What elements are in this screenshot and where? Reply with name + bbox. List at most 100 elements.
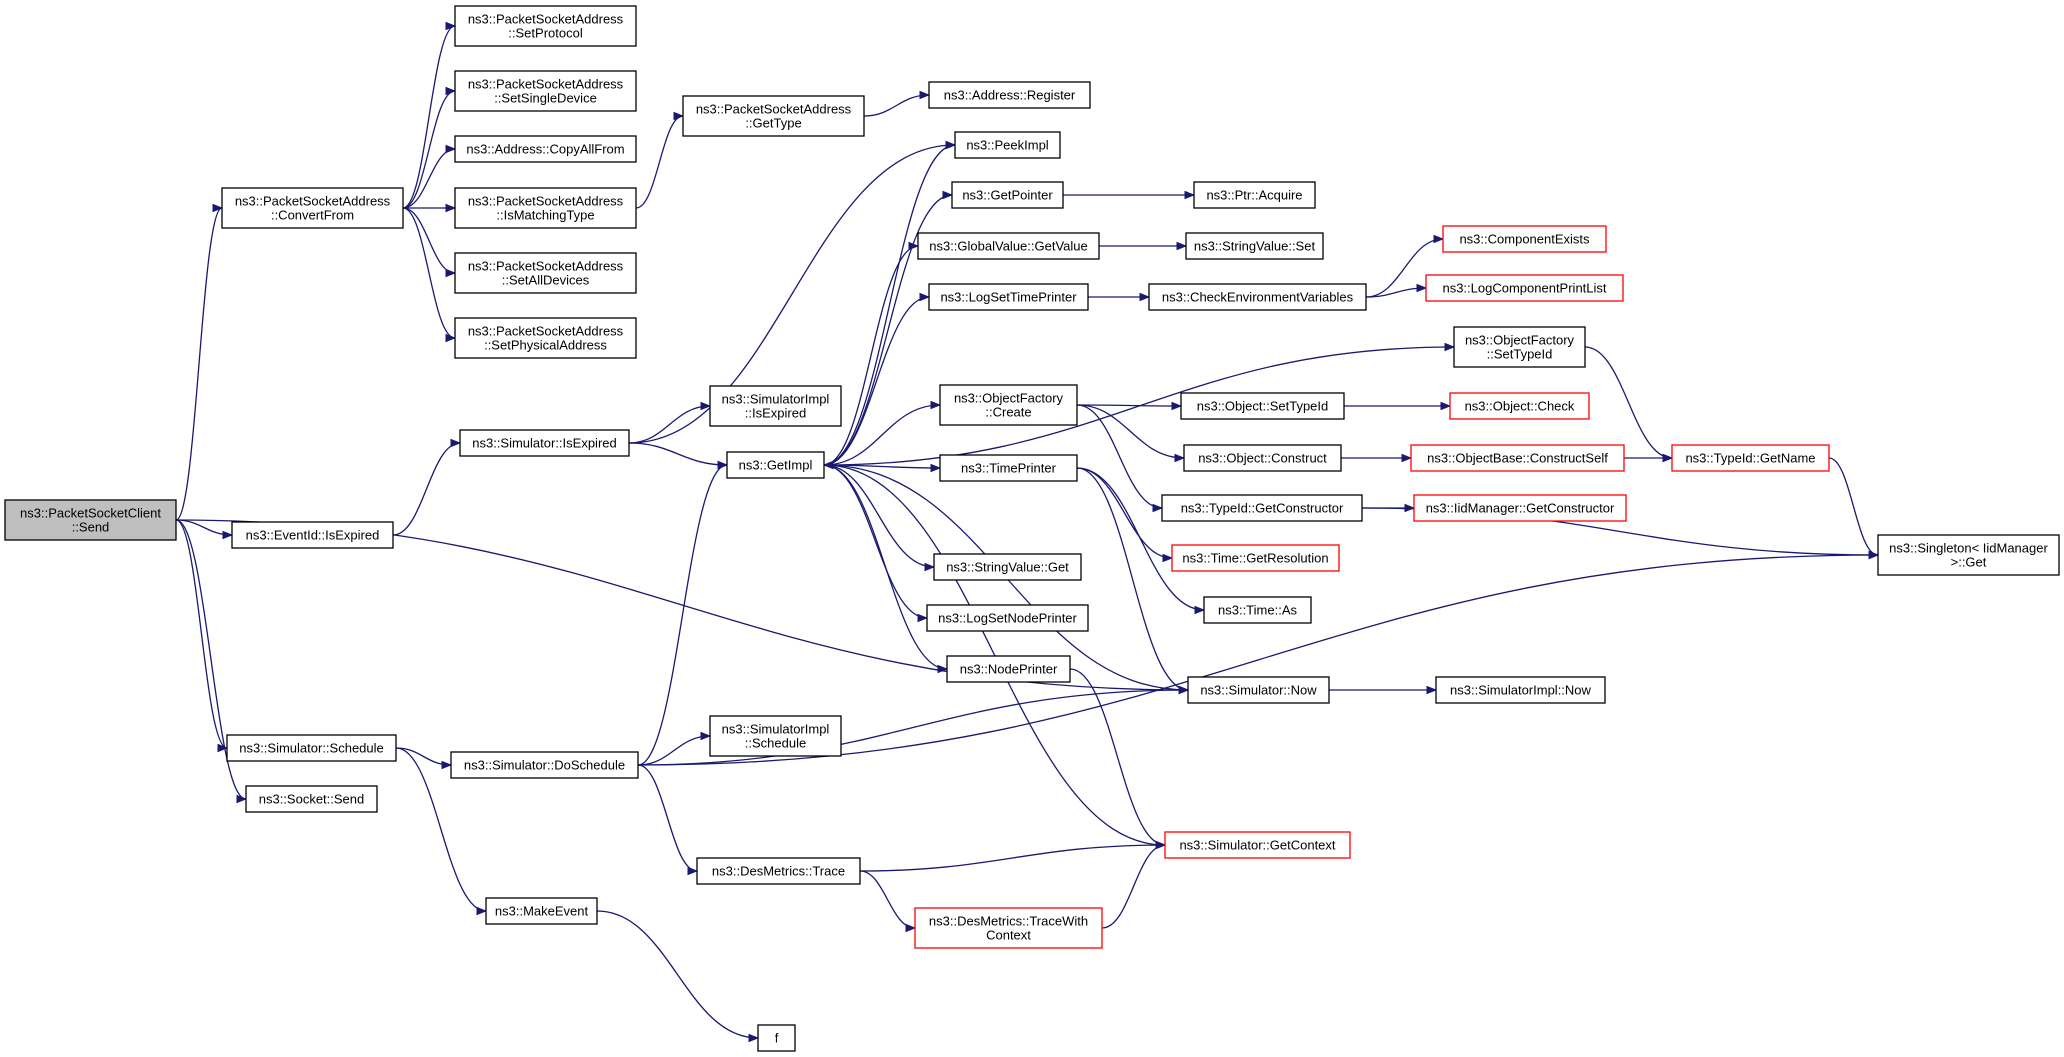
node-label: ns3::Simulator::DoSchedule: [464, 758, 625, 773]
node-gettype[interactable]: ns3::PacketSocketAddress::GetType: [682, 95, 865, 137]
node-box: [454, 5, 637, 47]
node-label: ns3::Address::CopyAllFrom: [466, 142, 624, 157]
node-timegetresolution[interactable]: ns3::Time::GetResolution: [1171, 544, 1340, 572]
node-box: [951, 181, 1064, 209]
node-objectsettypeid[interactable]: ns3::Object::SetTypeId: [1180, 392, 1345, 420]
node-objectcheck[interactable]: ns3::Object::Check: [1449, 392, 1590, 420]
node-box: [1183, 444, 1342, 472]
node-componentexists[interactable]: ns3::ComponentExists: [1442, 225, 1607, 253]
node-ofcreate[interactable]: ns3::ObjectFactory::Create: [939, 384, 1078, 426]
node-setprotocol[interactable]: ns3::PacketSocketAddress::SetProtocol: [454, 5, 637, 47]
edge-timeprinter-to-simnow: [1076, 467, 1188, 690]
node-setsingledevice[interactable]: ns3::PacketSocketAddress::SetSingleDevic…: [454, 70, 637, 112]
node-label: ns3::Socket::Send: [259, 792, 365, 807]
edge-getimpl-to-ofcreate: [823, 405, 940, 466]
node-box: [1425, 274, 1624, 302]
node-label: ns3::LogComponentPrintList: [1442, 281, 1606, 296]
node-ismatchingtype[interactable]: ns3::PacketSocketAddress::IsMatchingType: [454, 187, 637, 229]
node-simschedule[interactable]: ns3::Simulator::Schedule: [226, 734, 397, 762]
node-desmetricstrace[interactable]: ns3::DesMetrics::Trace: [696, 857, 861, 885]
node-box: [682, 95, 865, 137]
node-typeidgetconstructor[interactable]: ns3::TypeId::GetConstructor: [1161, 494, 1363, 522]
node-label: ns3::Time::As: [1218, 603, 1297, 618]
node-peekimpl[interactable]: ns3::PeekImpl: [954, 131, 1061, 159]
node-eventidisexpired[interactable]: ns3::EventId::IsExpired: [231, 521, 394, 549]
node-ptracquire[interactable]: ns3::Ptr::Acquire: [1193, 181, 1316, 209]
node-label: ns3::Time::GetResolution: [1182, 551, 1328, 566]
node-label: ns3::NodePrinter: [960, 662, 1058, 677]
node-label: ns3::Address::Register: [944, 88, 1076, 103]
node-box: [454, 135, 637, 163]
node-box: [450, 751, 639, 779]
node-label: ns3::StringValue::Set: [1194, 239, 1316, 254]
node-iidgetconstructor[interactable]: ns3::IidManager::GetConstructor: [1413, 494, 1627, 522]
node-globalgetvalue[interactable]: ns3::GlobalValue::GetValue: [917, 232, 1100, 260]
node-label: ns3::LogSetTimePrinter: [940, 290, 1077, 305]
node-singletonget[interactable]: ns3::Singleton< IidManager>::Get: [1877, 534, 2060, 576]
node-send[interactable]: ns3::PacketSocketClient::Send: [4, 499, 177, 541]
node-socketsend[interactable]: ns3::Socket::Send: [245, 785, 378, 813]
node-f[interactable]: f: [757, 1024, 796, 1052]
node-label: ns3::CheckEnvironmentVariables: [1162, 290, 1354, 305]
node-label: ns3::Object::SetTypeId: [1197, 399, 1329, 414]
edge-simgetcontext-to-getimpl: [824, 465, 1166, 846]
node-label: ns3::SimulatorImpl::Now: [1450, 683, 1591, 698]
node-logsettimeprinter[interactable]: ns3::LogSetTimePrinter: [928, 283, 1089, 311]
node-simgetcontext[interactable]: ns3::Simulator::GetContext: [1164, 831, 1351, 859]
node-box: [1442, 225, 1607, 253]
node-simisexpired[interactable]: ns3::Simulator::IsExpired: [459, 429, 630, 457]
node-label: ns3::GetPointer: [962, 188, 1053, 203]
node-label: ::SetPhysicalAddress: [484, 338, 607, 353]
node-simimplnow[interactable]: ns3::SimulatorImpl::Now: [1435, 676, 1606, 704]
node-copyallfrom[interactable]: ns3::Address::CopyAllFrom: [454, 135, 637, 163]
node-simnow[interactable]: ns3::Simulator::Now: [1187, 676, 1330, 704]
edge-simisexpired-to-getimpl: [628, 442, 727, 465]
edge-convertfrom-to-copyallfrom: [402, 149, 455, 209]
node-makeevent[interactable]: ns3::MakeEvent: [485, 897, 598, 925]
node-timeprinter[interactable]: ns3::TimePrinter: [939, 454, 1078, 482]
node-box: [917, 232, 1100, 260]
node-convertfrom[interactable]: ns3::PacketSocketAddress::ConvertFrom: [221, 187, 404, 229]
node-setphysicaladdress[interactable]: ns3::PacketSocketAddress::SetPhysicalAdd…: [454, 317, 637, 359]
node-label: ns3::LogSetNodePrinter: [938, 611, 1077, 626]
node-register[interactable]: ns3::Address::Register: [928, 81, 1091, 109]
node-simdoschedule[interactable]: ns3::Simulator::DoSchedule: [450, 751, 639, 779]
edge-send-to-socketsend: [175, 519, 246, 799]
node-box: [939, 454, 1078, 482]
node-simimplisexpired[interactable]: ns3::SimulatorImpl::IsExpired: [709, 385, 842, 427]
node-logcomponentprintlist[interactable]: ns3::LogComponentPrintList: [1425, 274, 1624, 302]
node-timeas[interactable]: ns3::Time::As: [1203, 596, 1312, 624]
node-box: [709, 385, 842, 427]
node-nodeprinter[interactable]: ns3::NodePrinter: [946, 655, 1071, 683]
edge-tracewithcontext-to-simgetcontext: [1101, 845, 1165, 929]
node-ofsettypeid[interactable]: ns3::ObjectFactory::SetTypeId: [1453, 326, 1586, 368]
node-typeidgetname[interactable]: ns3::TypeId::GetName: [1671, 444, 1830, 472]
node-label: ns3::StringValue::Get: [946, 560, 1069, 575]
node-getpointer[interactable]: ns3::GetPointer: [951, 181, 1064, 209]
edge-desmetricstrace-to-simgetcontext: [859, 845, 1165, 872]
node-label: ns3::Ptr::Acquire: [1206, 188, 1302, 203]
node-box: [1164, 831, 1351, 859]
node-label: >::Get: [1951, 555, 1987, 570]
edge-getimpl-to-logsettimeprinter: [823, 297, 929, 466]
node-box: [726, 451, 825, 479]
node-label: ns3::PacketSocketAddress: [235, 194, 391, 209]
node-box: [1671, 444, 1830, 472]
node-stringvalueset[interactable]: ns3::StringValue::Set: [1185, 232, 1324, 260]
node-stringvalueget[interactable]: ns3::StringValue::Get: [933, 553, 1082, 581]
node-box: [1203, 596, 1312, 624]
node-checkenv[interactable]: ns3::CheckEnvironmentVariables: [1148, 283, 1367, 311]
node-setalldevices[interactable]: ns3::PacketSocketAddress::SetAllDevices: [454, 252, 637, 294]
node-label: ns3::Simulator::Now: [1200, 683, 1317, 698]
node-simimplschedule[interactable]: ns3::SimulatorImpl::Schedule: [709, 715, 842, 757]
node-box: [926, 604, 1089, 632]
node-getimpl[interactable]: ns3::GetImpl: [726, 451, 825, 479]
node-logsetnodeprinter[interactable]: ns3::LogSetNodePrinter: [926, 604, 1089, 632]
node-box: [454, 317, 637, 359]
node-box: [1185, 232, 1324, 260]
node-objectconstruct[interactable]: ns3::Object::Construct: [1183, 444, 1342, 472]
node-box: [454, 252, 637, 294]
edge-checkenv-to-componentexists: [1365, 239, 1443, 298]
node-constructself[interactable]: ns3::ObjectBase::ConstructSelf: [1410, 444, 1625, 472]
